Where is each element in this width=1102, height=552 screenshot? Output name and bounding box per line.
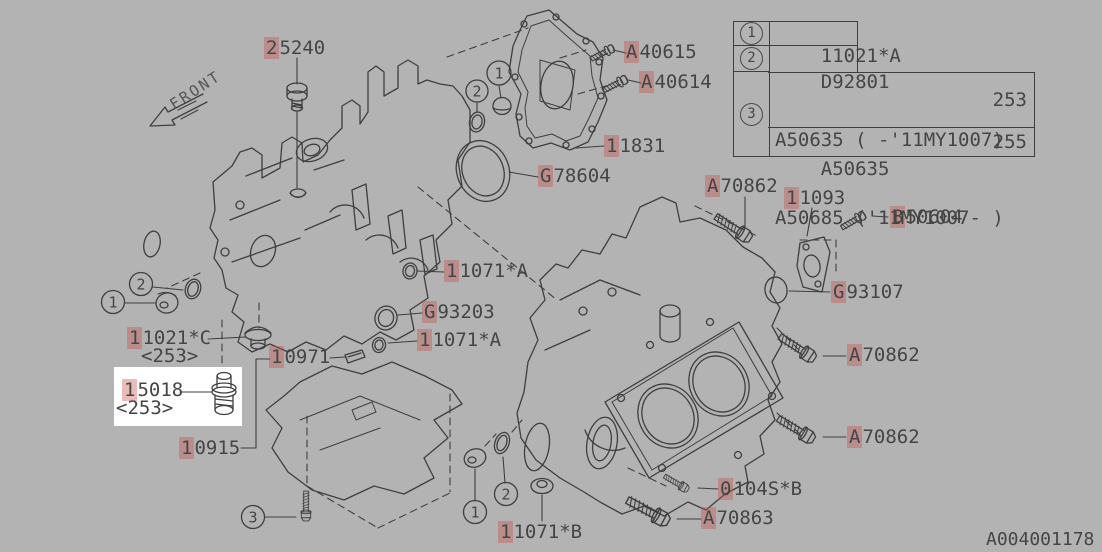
oring-callout2-top bbox=[468, 111, 486, 133]
callout-2-left: 2 bbox=[136, 275, 145, 293]
callout-2-top: 2 bbox=[472, 82, 481, 100]
table-row1-callout-cell: 1 bbox=[733, 21, 770, 46]
leader-lines bbox=[124, 49, 889, 522]
cylinder-bore bbox=[637, 383, 699, 449]
front-label: FRONT bbox=[166, 67, 224, 113]
table-row4-page: 255 bbox=[992, 130, 1027, 153]
callout-1-bottom: 1 bbox=[470, 503, 479, 521]
head-gasket-face bbox=[604, 321, 784, 479]
plug-15018 bbox=[211, 371, 237, 416]
callout-2-bottom: 2 bbox=[501, 485, 510, 503]
bolt-callout3 bbox=[300, 490, 312, 522]
callout-circles: 2 1 1 2 3 1 2 bbox=[100, 60, 519, 530]
bolt-a70862-top bbox=[711, 209, 756, 246]
callout-1-top: 1 bbox=[494, 64, 503, 82]
grommet-callout1-left bbox=[155, 291, 179, 314]
left-block-side-port bbox=[143, 230, 161, 258]
crank-seal-g78604 bbox=[455, 140, 511, 202]
screw-a40614 bbox=[600, 73, 630, 97]
bolt-0104sb bbox=[661, 471, 691, 495]
seal-g93203 bbox=[374, 305, 398, 331]
table-row3-callout-cell: 3 bbox=[733, 72, 770, 157]
callout-1-left: 1 bbox=[108, 293, 117, 311]
cylinder-bore bbox=[688, 351, 750, 417]
circled-3: 3 bbox=[740, 102, 763, 126]
table-row3-page: 253 bbox=[992, 89, 1027, 111]
table-row3-part-b: A50685 ('11MY1007- ) bbox=[775, 207, 1004, 229]
right-cylinder-block bbox=[516, 196, 784, 517]
projection-dashed-lines bbox=[166, 27, 837, 529]
sensor-25240 bbox=[286, 82, 308, 112]
circled-2: 2 bbox=[740, 47, 763, 70]
clip-10971 bbox=[344, 349, 366, 364]
table-row2-part-cell: D92801 bbox=[768, 46, 889, 93]
bolt-a70862-low bbox=[773, 411, 819, 447]
plug-callout1-bottom bbox=[463, 448, 487, 468]
oring-11071a-2 bbox=[371, 336, 387, 354]
part-label-11021c-page: <253> bbox=[141, 345, 199, 367]
table-row2-callout-cell: 2 bbox=[733, 46, 770, 72]
plug-11021c bbox=[244, 326, 272, 350]
oring-callout2-bottom bbox=[493, 431, 511, 455]
table-row3-alternatives-cell: A50635 ( -'11MY1007) A50685 ('11MY1007- … bbox=[768, 72, 1035, 229]
baffle-plate bbox=[265, 361, 463, 501]
table-row3-part-a: A50635 ( -'11MY1007) bbox=[775, 129, 1004, 151]
oring-11071a-1 bbox=[402, 262, 418, 280]
gasket-g93107 bbox=[764, 276, 788, 304]
oring-callout2-left bbox=[184, 278, 202, 300]
timing-cover-plate bbox=[508, 9, 608, 151]
front-direction-arrow: FRONT bbox=[149, 67, 225, 127]
table-row1-part-cell: 11021*A bbox=[768, 21, 901, 67]
circled-1: 1 bbox=[740, 22, 763, 45]
plug-callout1-top bbox=[492, 96, 512, 116]
diagram-number: A004001178 bbox=[986, 529, 1095, 550]
part-label-15018-page: <253> bbox=[116, 397, 174, 419]
callout-3-bottom: 3 bbox=[248, 508, 257, 526]
washer-11071b bbox=[530, 477, 554, 495]
table-row4-part-cell: A50635 255 bbox=[768, 127, 1035, 180]
